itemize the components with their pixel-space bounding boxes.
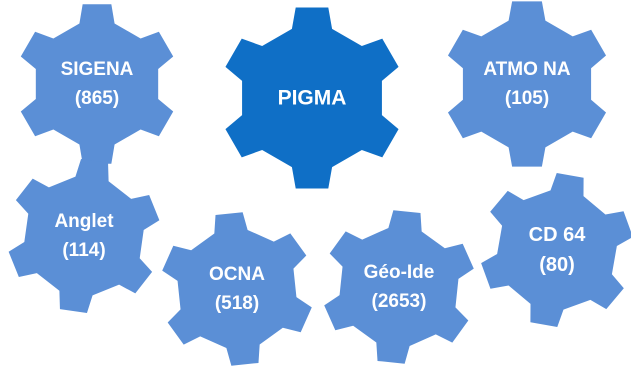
gear-label-sigena-line-1: SIGENA — [61, 59, 134, 80]
gear-shape-ocna — [162, 212, 312, 366]
gear-shape-anglet — [8, 159, 160, 313]
gear-label-pigma-line-1: PIGMA — [278, 87, 347, 110]
gear-label-ocna-line-1: OCNA — [209, 264, 265, 285]
gear-label-cd-64-line-2: (80) — [539, 254, 575, 276]
gear-cd-64: CD 64 (80) — [481, 173, 631, 327]
gear-label-anglet-line-1: Anglet — [54, 211, 114, 232]
gear-label-cd-64-line-1: CD 64 — [529, 224, 587, 246]
gear-label-geo-ide-line-1: Géo-Ide — [364, 262, 435, 283]
gear-label-atmo-na-line-2: (105) — [505, 88, 549, 109]
gear-atmo-na: ATMO NA (105) — [447, 1, 607, 167]
gear-shape-geo-ide — [324, 210, 474, 364]
gear-label-sigena-line-2: (865) — [75, 88, 119, 109]
gear-anglet: Anglet (114) — [8, 159, 160, 313]
gear-label-anglet-line-2: (114) — [62, 240, 105, 261]
gear-ocna: OCNA (518) — [162, 212, 312, 366]
gear-geo-ide: Géo-Ide (2653) — [324, 210, 474, 364]
gear-label-ocna-line-2: (518) — [215, 293, 259, 314]
gear-label-atmo-na-line-1: ATMO NA — [483, 59, 571, 80]
gear-shape-atmo-na — [447, 1, 607, 167]
gear-sigena: SIGENA (865) — [20, 4, 174, 164]
gear-label-geo-ide-line-2: (2653) — [372, 291, 427, 312]
gear-pigma: PIGMA — [225, 7, 399, 189]
gear-shape-sigena — [20, 4, 174, 164]
gear-shape-pigma — [225, 7, 399, 189]
gear-shape-cd-64 — [481, 173, 631, 327]
